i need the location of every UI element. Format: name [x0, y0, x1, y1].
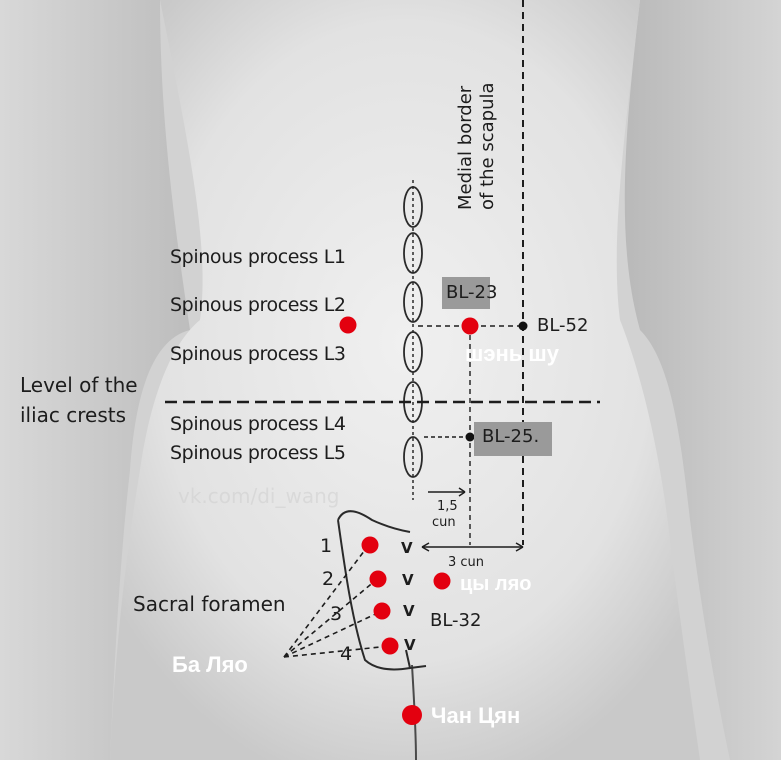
label-tsy-lyao: цы ляо: [460, 573, 532, 595]
torso: [110, 0, 700, 760]
label-bl52: BL-52: [537, 315, 589, 336]
label-iliac-line-1: Level of the: [20, 373, 138, 397]
marker-foramen-3: [373, 602, 391, 620]
label-scapula-border: Medial border of the scapula: [455, 82, 499, 210]
v-mark-2: V: [402, 571, 414, 589]
bl52-dot: [518, 321, 528, 331]
bl23-chip: [442, 277, 490, 309]
label-scapula-line-2: of the scapula: [477, 82, 498, 210]
red-markers: [339, 316, 479, 725]
label-iliac-line-2: iliac crests: [20, 403, 127, 427]
marker-shen-shu: [461, 317, 479, 335]
marker-chan-tsyan: [402, 705, 422, 725]
marker-foramen-1: [361, 536, 379, 554]
ba-lyao-pointers: [283, 545, 391, 658]
label-scapula-line-1: Medial border: [455, 85, 476, 210]
label-bl32: BL-32: [430, 610, 482, 631]
label-spinous-l4: Spinous process L4: [170, 413, 346, 435]
bl25-chip: [474, 422, 552, 456]
label-distance-3cun: 3 cun: [448, 555, 485, 570]
foramen-number-2: 2: [322, 568, 335, 590]
label-spinous-l2: Spinous process L2: [170, 294, 346, 316]
label-bl23: BL-23: [446, 282, 498, 303]
v-mark-1: V: [401, 539, 413, 557]
marker-foramen-4: [381, 637, 399, 655]
sacrum-tip: [405, 649, 427, 670]
label-distance-unit: cun: [432, 515, 456, 530]
label-shen-shu: шэнь шу: [465, 341, 559, 366]
marker-l2-left: [339, 316, 357, 334]
label-sacral-foramen: Sacral foramen: [133, 592, 286, 616]
label-distance-value: 1,5: [437, 499, 458, 514]
foramen-number-1: 1: [320, 535, 333, 557]
label-spinous-l1: Spinous process L1: [170, 246, 346, 268]
marker-foramen-2: [369, 570, 387, 588]
label-bl25: BL-25.: [482, 426, 540, 447]
sacrum-outline: [337, 510, 411, 671]
label-chan-tsyan: Чан Цян: [431, 703, 521, 728]
right-arm: [624, 0, 781, 760]
v-mark-3: V: [403, 602, 415, 620]
left-arm: [0, 0, 190, 760]
label-spinous-l3: Spinous process L3: [170, 343, 346, 365]
label-spinous-l5: Spinous process L5: [170, 442, 346, 464]
label-iliac-crests: Level of the iliac crests: [20, 370, 138, 430]
bl25-dot: [465, 432, 475, 442]
foramen-number-4: 4: [340, 643, 353, 665]
v-mark-4: V: [404, 636, 416, 654]
foramen-number-3: 3: [330, 603, 343, 625]
watermark: vk.com/di_wang: [178, 484, 340, 508]
marker-tsy-lyao: [433, 572, 451, 590]
label-ba-lyao: Ба Ляо: [172, 652, 248, 677]
